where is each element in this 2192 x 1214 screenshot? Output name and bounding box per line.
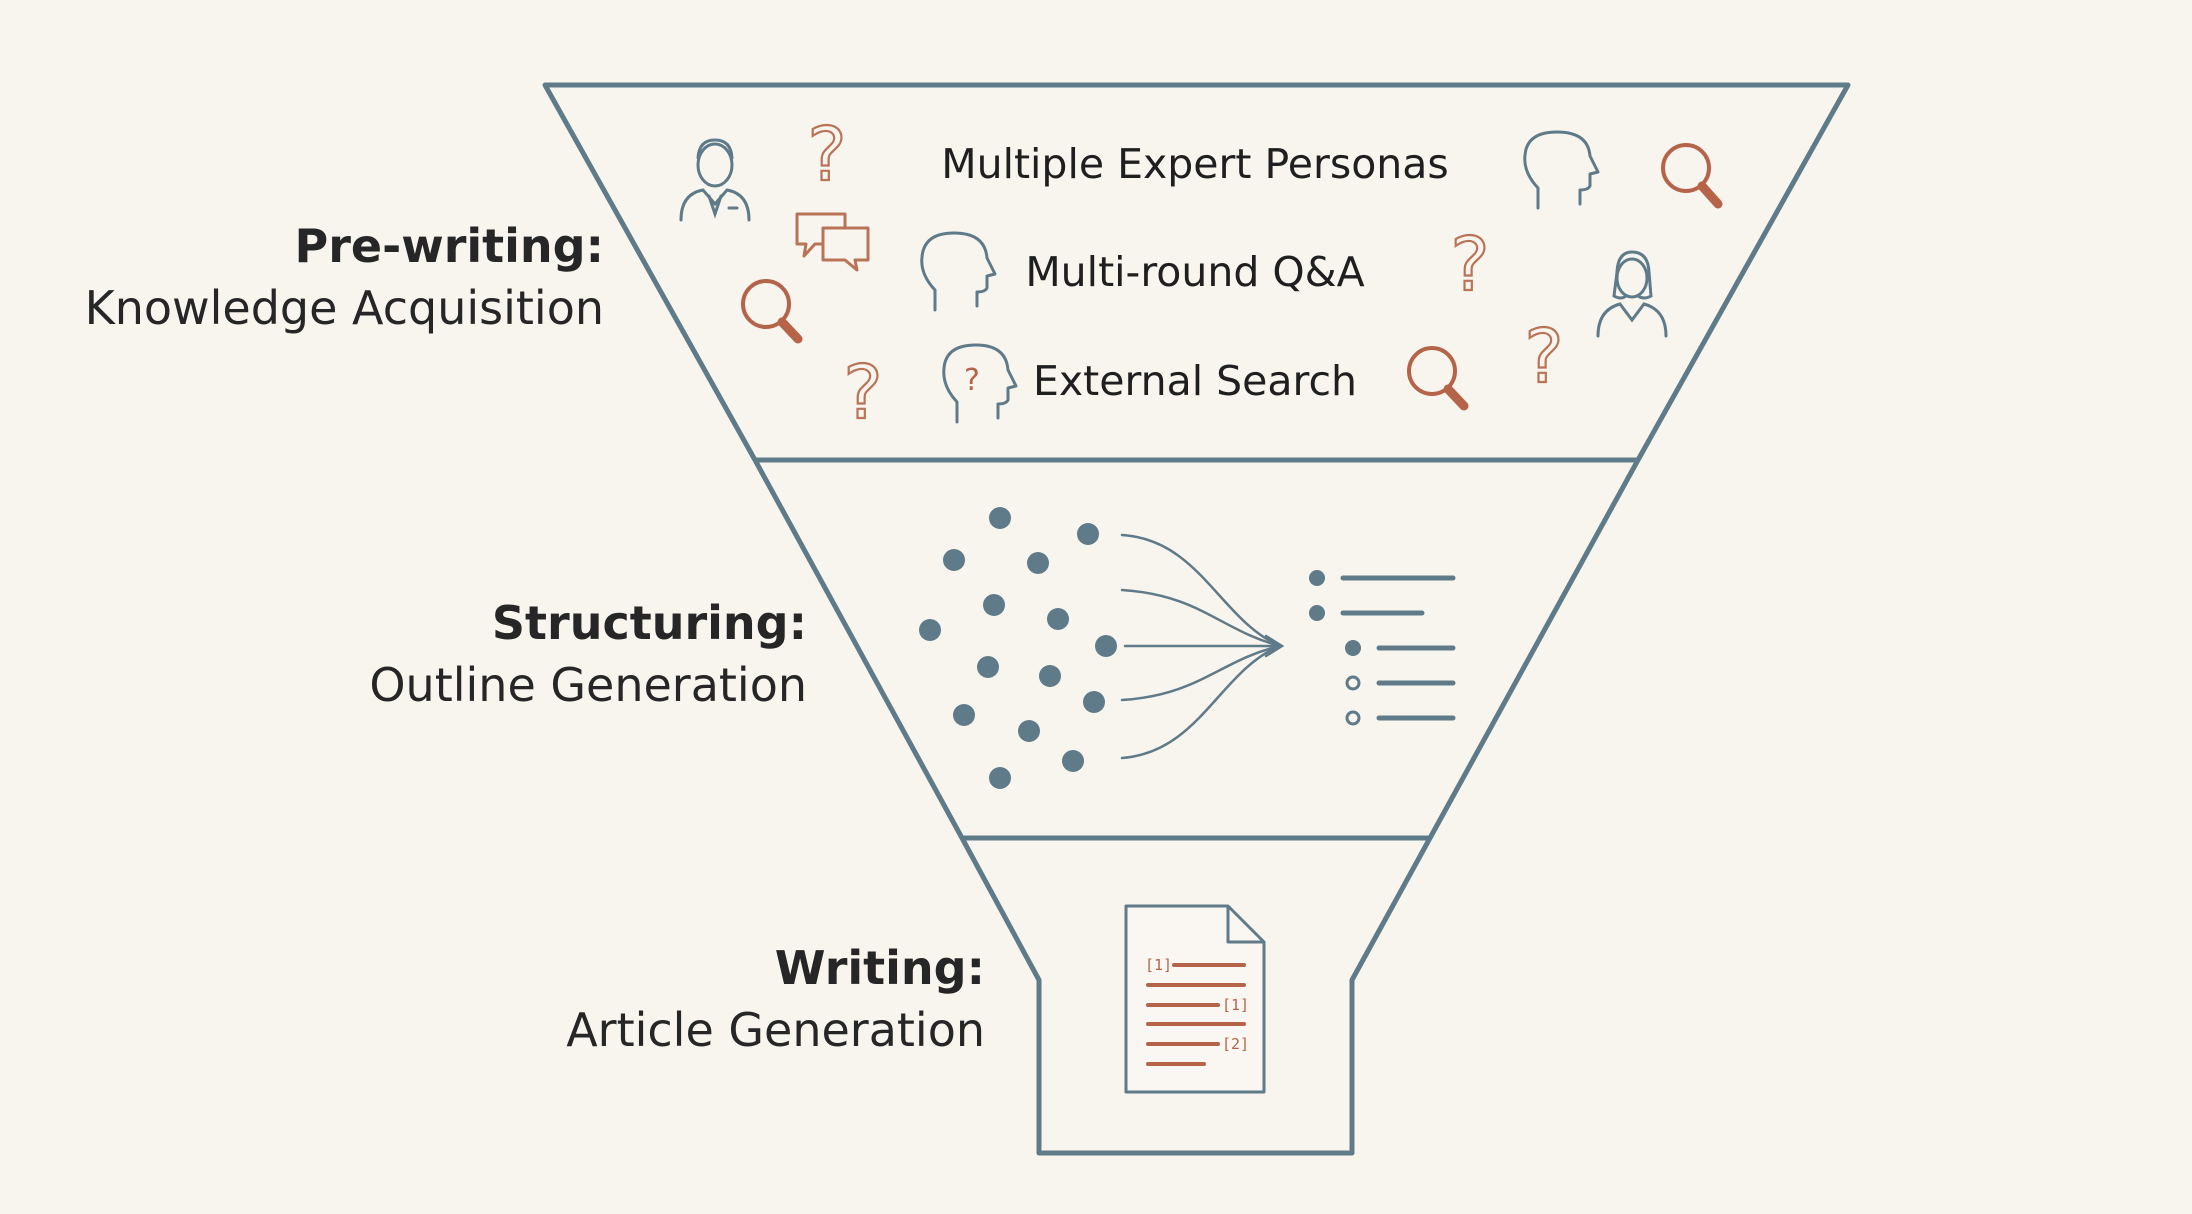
dot-cluster	[919, 507, 1117, 789]
stage-prewriting-subtitle: Knowledge Acquisition	[84, 281, 604, 335]
magnifier-icon	[1661, 143, 1723, 209]
woman-icon	[1596, 250, 1668, 338]
funnel-outline	[542, 82, 1851, 1156]
stage-structuring-title: Structuring:	[491, 596, 807, 650]
magnifier-icon	[741, 279, 803, 344]
outline-list-icon	[1309, 570, 1456, 726]
funnel-item-qa: Multi-round Q&A	[1025, 248, 1364, 296]
stage-writing: Writing: Article Generation	[566, 937, 985, 1061]
document-icon: [1] [1] [2]	[1124, 904, 1266, 1094]
magnifier-icon	[1407, 346, 1469, 411]
funnel-item-search: External Search	[1033, 357, 1357, 405]
svg-text:?: ?	[964, 363, 980, 398]
person-icon	[679, 138, 751, 222]
question-mark-icon: ?	[1450, 222, 1489, 308]
citation-1: [1]	[1145, 956, 1172, 974]
citation-3: [2]	[1222, 1035, 1249, 1053]
stage-writing-subtitle: Article Generation	[566, 1003, 985, 1057]
stage-prewriting: Pre-writing: Knowledge Acquisition	[85, 215, 604, 339]
head-icon	[1523, 130, 1600, 210]
stage-prewriting-title: Pre-writing:	[294, 219, 604, 273]
question-mark-icon: ?	[807, 112, 846, 198]
stage-structuring-subtitle: Outline Generation	[369, 658, 807, 712]
chat-bubbles-icon	[795, 212, 870, 272]
stage-structuring: Structuring: Outline Generation	[369, 592, 807, 716]
converging-arrows	[1120, 533, 1285, 760]
head-icon	[920, 231, 997, 312]
funnel-item-personas: Multiple Expert Personas	[941, 140, 1449, 188]
question-mark-icon: ?	[843, 350, 882, 436]
stage-writing-title: Writing:	[774, 941, 985, 995]
question-mark-icon: ?	[1524, 314, 1563, 400]
head-question-icon: ?	[942, 343, 1018, 424]
citation-2: [1]	[1222, 996, 1249, 1014]
